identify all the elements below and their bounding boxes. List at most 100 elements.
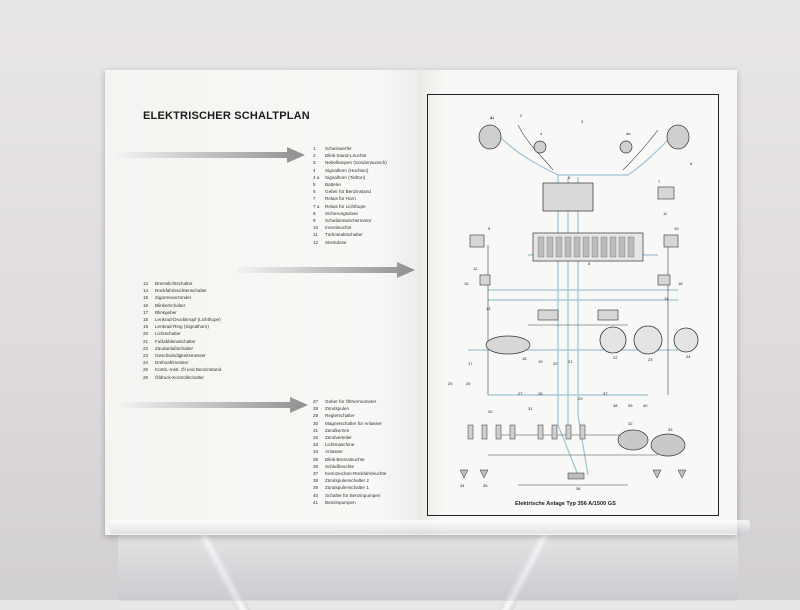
component-number-label: 7: [658, 179, 661, 184]
stand-lip: [110, 520, 750, 534]
legend-item-number: 11: [313, 232, 318, 238]
component-number-label: 22: [613, 355, 618, 360]
legend-item-label: Scheinwerfer: [325, 146, 352, 151]
legend-item-number: 36: [313, 463, 319, 469]
legend-item-number: 38: [313, 478, 319, 484]
legend-item-number: 37: [313, 471, 319, 477]
diagram-caption: Elektrische Anlage Typ 356 A/1500 GS: [515, 501, 616, 507]
legend-item-number: 23: [143, 353, 149, 359]
legend-item-label: Reglerschalter: [325, 413, 355, 419]
legend-item-label: Blink-Stand-Leuchte: [325, 153, 367, 159]
component-number-label: 36: [576, 486, 581, 491]
component-number-label: 4: [540, 131, 543, 136]
legend-item-number: 7: [313, 196, 316, 202]
legend-item-label: Kennzeichen-Rückfahrleuchte: [325, 471, 387, 477]
legend-item-label: Batterie: [325, 182, 341, 188]
legend-item-number: 7 a: [313, 203, 320, 209]
component-number-label: 34: [460, 483, 465, 488]
component-number-label: 8: [588, 261, 591, 266]
legend-item-number: 1: [313, 146, 316, 151]
legend-item-number: 35: [313, 456, 319, 462]
legend-item-label: Bremslichtschalter: [155, 281, 193, 286]
legend-item-number: 32: [313, 435, 319, 441]
legend-item-label: Zündanlaßschalter: [155, 345, 194, 351]
component-number-label: 10: [674, 226, 679, 231]
component-number-label: 18: [522, 356, 527, 361]
legend-item-number: 22: [143, 345, 149, 351]
legend-item: 7 a Relais für Lichthupe: [313, 203, 387, 210]
arrow-2: [237, 262, 415, 278]
legend-item-number: 18: [143, 317, 149, 323]
legend-item-number: 3: [313, 160, 316, 166]
legend-item-number: 26: [143, 374, 149, 380]
legend-item-number: 31: [313, 427, 319, 433]
component-number-label: 33: [668, 427, 673, 432]
legend-item-label: Schlußleuchte: [325, 463, 355, 469]
legend-item-label: Relais für Lichthupe: [325, 203, 366, 209]
component-number-label: 24: [686, 354, 691, 359]
legend-item-number: 20: [143, 331, 149, 337]
legend-item-number: 41: [313, 499, 319, 505]
component-number-label: 23: [648, 357, 653, 362]
legend-item-number: 27: [313, 399, 319, 404]
component-number-label: 40: [643, 403, 648, 408]
arrow-3: [120, 397, 308, 413]
legend-item: 27 Geber für Ölthermometer: [313, 398, 386, 405]
legend-item-label: Scheibenwischermotor: [325, 218, 372, 224]
component-number-label: 20: [553, 361, 558, 366]
component-number-label: 26: [466, 381, 471, 386]
component-number-label: 15: [464, 281, 469, 286]
component-number-label: 12: [473, 266, 478, 271]
legend-item-number: 39: [313, 485, 319, 491]
component-number-label: 35: [483, 483, 488, 488]
legend-item-label: Blinkerschalter: [155, 302, 186, 308]
legend-item-label: Zündspulen: [325, 406, 350, 412]
legend-item-label: Geber für Ölthermometer: [325, 399, 377, 404]
legend-item-label: Drehzahlmesser: [155, 360, 189, 366]
legend-item-label: Zündkerzen: [325, 427, 350, 433]
component-number-label: 16: [678, 281, 683, 286]
legend-item: 5 Batterie: [313, 181, 387, 188]
component-number-label: 32: [628, 421, 633, 426]
legend-item-label: Rückfahrleuchtenschalter: [155, 288, 207, 294]
legend-item: 1 Scheinwerfer: [313, 145, 387, 152]
component-number-label: 14: [664, 296, 669, 301]
legend-item-number: 16: [143, 302, 149, 308]
legend-item-label: Lichtschalter: [155, 331, 181, 337]
legend-item-label: Anlasser: [325, 449, 343, 455]
component-number-label: 41: [490, 115, 495, 120]
legend-item-number: 17: [143, 309, 149, 315]
legend-item-number: 34: [313, 449, 319, 455]
component-number-label: 1: [490, 115, 493, 120]
legend-item-number: 19: [143, 324, 149, 330]
legend-item-number: 5: [313, 182, 316, 188]
legend-item-label: Geber für Benzinstand: [325, 189, 371, 195]
legend-item-label: Lichtmaschine: [325, 442, 355, 448]
legend-item-label: Signalhorn (Tiefton): [325, 174, 366, 180]
legend-item: 20 Lichtschalter: [143, 330, 221, 337]
legend-item-number: 12: [313, 239, 319, 245]
legend-item: 31 Zündkerzen: [313, 427, 386, 434]
component-number-label: 25: [448, 381, 453, 386]
component-number-label: 39: [628, 403, 633, 408]
component-number-label: 6: [690, 161, 693, 166]
legend-item-number: 6: [313, 189, 316, 195]
legend-item-label: Signalhorn (Hochton): [325, 167, 369, 173]
legend-item-number: 25: [143, 367, 149, 373]
